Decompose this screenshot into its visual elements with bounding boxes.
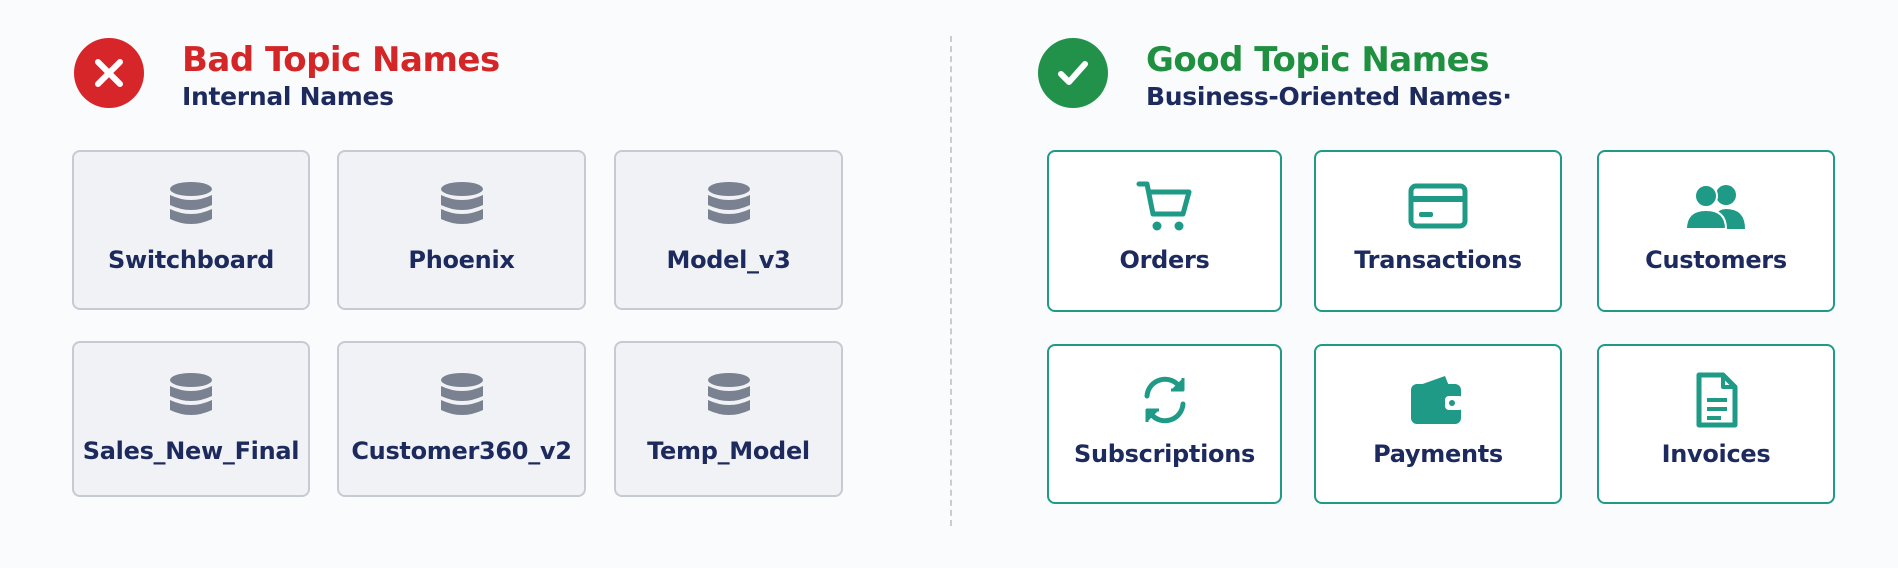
database-icon <box>706 180 752 232</box>
card-label: Model_v3 <box>666 246 791 274</box>
good-name-card: Payments <box>1314 344 1562 504</box>
card-label: Orders <box>1119 246 1210 274</box>
card-label: Switchboard <box>107 246 275 274</box>
card-label: Customer360_v2 <box>351 437 572 465</box>
good-name-card: Customers <box>1597 150 1835 312</box>
bad-names-subtitle: Internal Names <box>182 82 394 111</box>
refresh-icon <box>1137 374 1193 426</box>
section-divider <box>950 36 952 526</box>
good-names-panel: Good Topic Names Business-Oriented Names… <box>950 0 1898 568</box>
wallet-icon <box>1407 374 1469 426</box>
users-icon <box>1683 180 1749 232</box>
card-label: Transactions <box>1354 246 1522 274</box>
database-icon <box>168 371 214 423</box>
bad-name-card: Sales_New_Final <box>72 341 310 497</box>
database-icon <box>439 371 485 423</box>
good-names-subtitle: Business-Oriented Names· <box>1146 82 1512 111</box>
good-name-card: Orders <box>1047 150 1282 312</box>
bad-names-title: Bad Topic Names <box>182 40 500 80</box>
database-icon <box>706 371 752 423</box>
credit-card-icon <box>1408 180 1468 232</box>
card-label: Payments <box>1373 440 1503 468</box>
database-icon <box>439 180 485 232</box>
checkmark-icon <box>1038 38 1108 108</box>
bad-name-card: Switchboard <box>72 150 310 310</box>
shopping-cart-icon <box>1135 180 1195 232</box>
x-icon <box>74 38 144 108</box>
bad-name-card: Customer360_v2 <box>337 341 586 497</box>
good-name-card: Transactions <box>1314 150 1562 312</box>
card-label: Phoenix <box>408 246 515 274</box>
bad-names-panel: Bad Topic Names Internal Names Switchboa… <box>72 38 843 497</box>
good-name-card: Invoices <box>1597 344 1835 504</box>
good-name-card: Subscriptions <box>1047 344 1282 504</box>
bad-name-card: Model_v3 <box>614 150 843 310</box>
good-names-title: Good Topic Names <box>1146 40 1489 80</box>
card-label: Subscriptions <box>1074 440 1255 468</box>
bad-names-header: Bad Topic Names Internal Names <box>74 38 500 114</box>
card-label: Customers <box>1645 246 1787 274</box>
document-icon <box>1693 372 1739 428</box>
good-names-header: Good Topic Names Business-Oriented Names… <box>1038 38 1512 114</box>
bad-name-card: Phoenix <box>337 150 586 310</box>
database-icon <box>168 180 214 232</box>
card-label: Invoices <box>1661 440 1771 468</box>
bad-name-card: Temp_Model <box>614 341 843 497</box>
card-label: Temp_Model <box>647 437 810 465</box>
card-label: Sales_New_Final <box>82 437 300 465</box>
